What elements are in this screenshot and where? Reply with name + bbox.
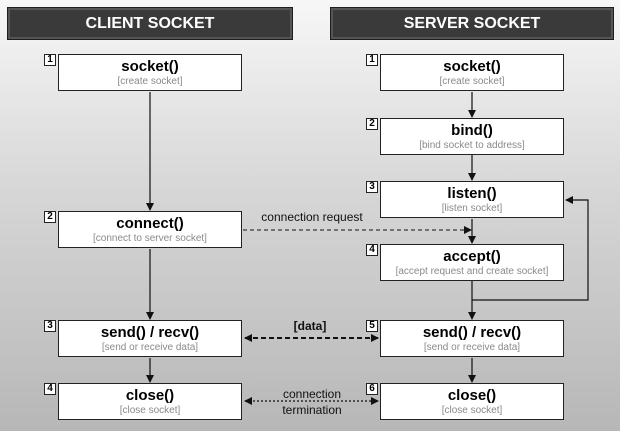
server-listen-box: listen() [listen socket] xyxy=(380,181,564,218)
server-socket-box: socket() [create socket] xyxy=(380,54,564,91)
client-send-recv-title: send() / recv() xyxy=(100,323,200,341)
termination-label-line2: termination xyxy=(282,403,342,417)
client-socket-header: CLIENT SOCKET xyxy=(7,7,293,40)
server-socket-title: socket() xyxy=(443,57,501,75)
server-bind-box: bind() [bind socket to address] xyxy=(380,118,564,155)
client-connect-box: connect() [connect to server socket] xyxy=(58,211,242,248)
server-listen-desc: [listen socket] xyxy=(441,202,503,214)
data-label: [data] xyxy=(293,319,327,333)
client-step-number: 1 xyxy=(44,54,56,66)
termination-label-line1: connection xyxy=(282,387,342,401)
server-listen-title: listen() xyxy=(447,184,497,202)
server-step-number: 3 xyxy=(366,181,378,193)
server-accept-title: accept() xyxy=(443,247,501,265)
server-close-box: close() [close socket] xyxy=(380,383,564,420)
server-accept-box: accept() [accept request and create sock… xyxy=(380,244,564,281)
server-step-number: 6 xyxy=(366,383,378,395)
server-step-number: 5 xyxy=(366,320,378,332)
server-accept-desc: [accept request and create socket] xyxy=(395,265,549,277)
server-close-desc: [close socket] xyxy=(441,404,503,416)
client-close-title: close() xyxy=(125,386,175,404)
client-close-desc: [close socket] xyxy=(119,404,181,416)
client-socket-desc: [create socket] xyxy=(117,75,183,87)
client-step-number: 3 xyxy=(44,320,56,332)
client-step-number: 2 xyxy=(44,211,56,223)
client-socket-title: socket() xyxy=(121,57,179,75)
server-socket-desc: [create socket] xyxy=(439,75,505,87)
server-loop-back-arrow xyxy=(472,196,589,301)
client-send-recv-box: send() / recv() [send or receive data] xyxy=(58,320,242,357)
server-step-number: 1 xyxy=(366,54,378,66)
server-step-number: 2 xyxy=(366,118,378,130)
server-step-number: 4 xyxy=(366,244,378,256)
client-connect-title: connect() xyxy=(116,214,184,232)
client-step-number: 4 xyxy=(44,383,56,395)
server-close-title: close() xyxy=(447,386,497,404)
server-bind-title: bind() xyxy=(451,121,493,139)
connection-request-label: connection request xyxy=(261,210,363,224)
server-send-recv-desc: [send or receive data] xyxy=(423,341,521,353)
server-send-recv-box: send() / recv() [send or receive data] xyxy=(380,320,564,357)
server-bind-desc: [bind socket to address] xyxy=(419,139,525,151)
client-connect-desc: [connect to server socket] xyxy=(93,232,207,244)
client-socket-box: socket() [create socket] xyxy=(58,54,242,91)
server-socket-header: SERVER SOCKET xyxy=(330,7,614,40)
client-send-recv-desc: [send or receive data] xyxy=(101,341,199,353)
server-send-recv-title: send() / recv() xyxy=(422,323,522,341)
client-close-box: close() [close socket] xyxy=(58,383,242,420)
